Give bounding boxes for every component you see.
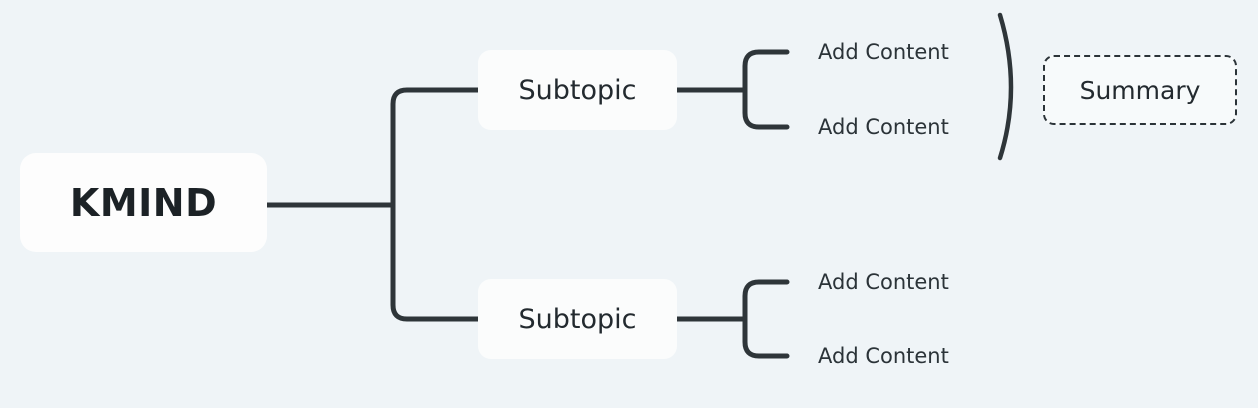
leaf-node-branch1-item1-label: Add Content: [818, 40, 949, 64]
connector-branch1-leaf2: [742, 87, 790, 130]
root-node-label: KMIND: [69, 180, 218, 225]
leaf-node-branch1-item2-label: Add Content: [818, 115, 949, 139]
leaf-node-branch2-item1[interactable]: Add Content: [818, 267, 1018, 297]
connector-branch1-leaf1: [742, 49, 790, 93]
connector-branch2-leaf1: [742, 279, 790, 322]
summary-node[interactable]: Summary: [1043, 55, 1237, 125]
subtopic-node-1-label: Subtopic: [518, 74, 637, 106]
leaf-node-branch1-item2[interactable]: Add Content: [818, 112, 1018, 142]
leaf-node-branch1-item1[interactable]: Add Content: [818, 37, 1018, 67]
summary-node-label: Summary: [1079, 75, 1201, 105]
connector-branch2-leaf2: [742, 316, 790, 359]
connector-junction-lower: [390, 202, 481, 322]
leaf-node-branch2-item1-label: Add Content: [818, 270, 949, 294]
leaf-node-branch2-item2-label: Add Content: [818, 344, 949, 368]
leaf-node-branch2-item2[interactable]: Add Content: [818, 341, 1018, 371]
subtopic-node-1[interactable]: Subtopic: [478, 50, 677, 130]
subtopic-node-2[interactable]: Subtopic: [478, 279, 677, 359]
subtopic-node-2-label: Subtopic: [518, 303, 637, 335]
root-node[interactable]: KMIND: [20, 153, 267, 252]
connector-junction-upper: [390, 87, 481, 208]
